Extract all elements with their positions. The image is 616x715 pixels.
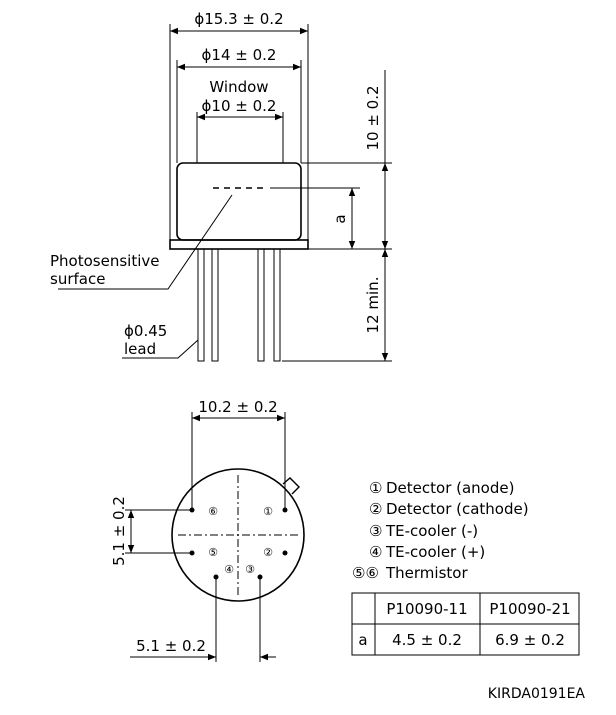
pin-dot-5 xyxy=(189,550,195,556)
legend-text-4: TE-cooler (+) xyxy=(385,543,485,561)
table-row-label: a xyxy=(358,631,367,649)
photosensitive-label-line1: Photosensitive xyxy=(50,252,159,270)
lead-4 xyxy=(273,248,281,362)
pin-label-5: ⑤ xyxy=(208,546,218,559)
table-cell-1: 4.5 ± 0.2 xyxy=(392,631,462,649)
lead-label-line1: ϕ0.45 xyxy=(124,322,167,340)
lead-1 xyxy=(197,248,205,362)
bottom-pins xyxy=(189,507,288,580)
table-header-2: P10090-21 xyxy=(489,600,570,618)
table-cell-2: 6.9 ± 0.2 xyxy=(495,631,565,649)
lead-label-line2: lead xyxy=(124,340,156,358)
dim-height: 10 ± 0.2 xyxy=(364,85,382,150)
pin-label-1: ① xyxy=(263,505,273,518)
legend-num-1: ① xyxy=(369,479,382,497)
side-view xyxy=(58,24,392,362)
photosensitive-leader xyxy=(58,194,233,290)
dim-vertical: 5.1 ± 0.2 xyxy=(110,496,128,566)
package-outline-circle xyxy=(171,468,305,602)
pin-label-2: ② xyxy=(263,546,273,559)
legend-text-2: Detector (cathode) xyxy=(386,500,529,518)
bottom-view xyxy=(125,412,305,662)
dim-horizontal: 5.1 ± 0.2 xyxy=(136,637,206,655)
dim-window-diameter: ϕ10 ± 0.2 xyxy=(202,97,277,115)
lead-3 xyxy=(257,248,265,362)
legend-text-5: Thermistor xyxy=(385,564,468,582)
legend-num-3: ③ xyxy=(369,522,382,540)
legend-text-3: TE-cooler (-) xyxy=(385,522,478,540)
lead-leader xyxy=(122,339,199,359)
index-tab xyxy=(282,477,300,495)
dim-lead-length: 12 min. xyxy=(364,277,382,334)
window-label: Window xyxy=(209,78,268,96)
photosensitive-label-line2: surface xyxy=(50,270,105,288)
legend-num-5: ⑤⑥ xyxy=(352,564,379,582)
dim-outer-diameter: ϕ15.3 ± 0.2 xyxy=(194,10,283,28)
lead-2 xyxy=(211,248,219,362)
variant-table: P10090-11 P10090-21 a 4.5 ± 0.2 6.9 ± 0.… xyxy=(351,592,580,656)
legend-text-1: Detector (anode) xyxy=(386,479,514,497)
pin-dot-6 xyxy=(189,507,195,513)
flange xyxy=(169,239,309,250)
dim-a: a xyxy=(331,214,349,223)
dim-pin-circle: 10.2 ± 0.2 xyxy=(198,398,277,416)
pin-label-6: ⑥ xyxy=(208,505,218,518)
table-header-1: P10090-11 xyxy=(386,600,467,618)
legend-num-4: ④ xyxy=(369,543,382,561)
pin-legend: ① Detector (anode) ② Detector (cathode) … xyxy=(352,479,529,582)
cap-body xyxy=(176,162,302,241)
drawing-code: KIRDA0191EA xyxy=(488,686,586,702)
pin-dot-2 xyxy=(282,550,288,556)
pin-dot-4 xyxy=(213,574,219,580)
pin-dot-1 xyxy=(282,507,288,513)
pin-dot-3 xyxy=(257,574,263,580)
dim-cap-diameter: ϕ14 ± 0.2 xyxy=(202,46,277,64)
pin-label-4: ④ xyxy=(224,563,234,576)
pin-label-3: ③ xyxy=(245,563,255,576)
legend-num-2: ② xyxy=(369,500,382,518)
